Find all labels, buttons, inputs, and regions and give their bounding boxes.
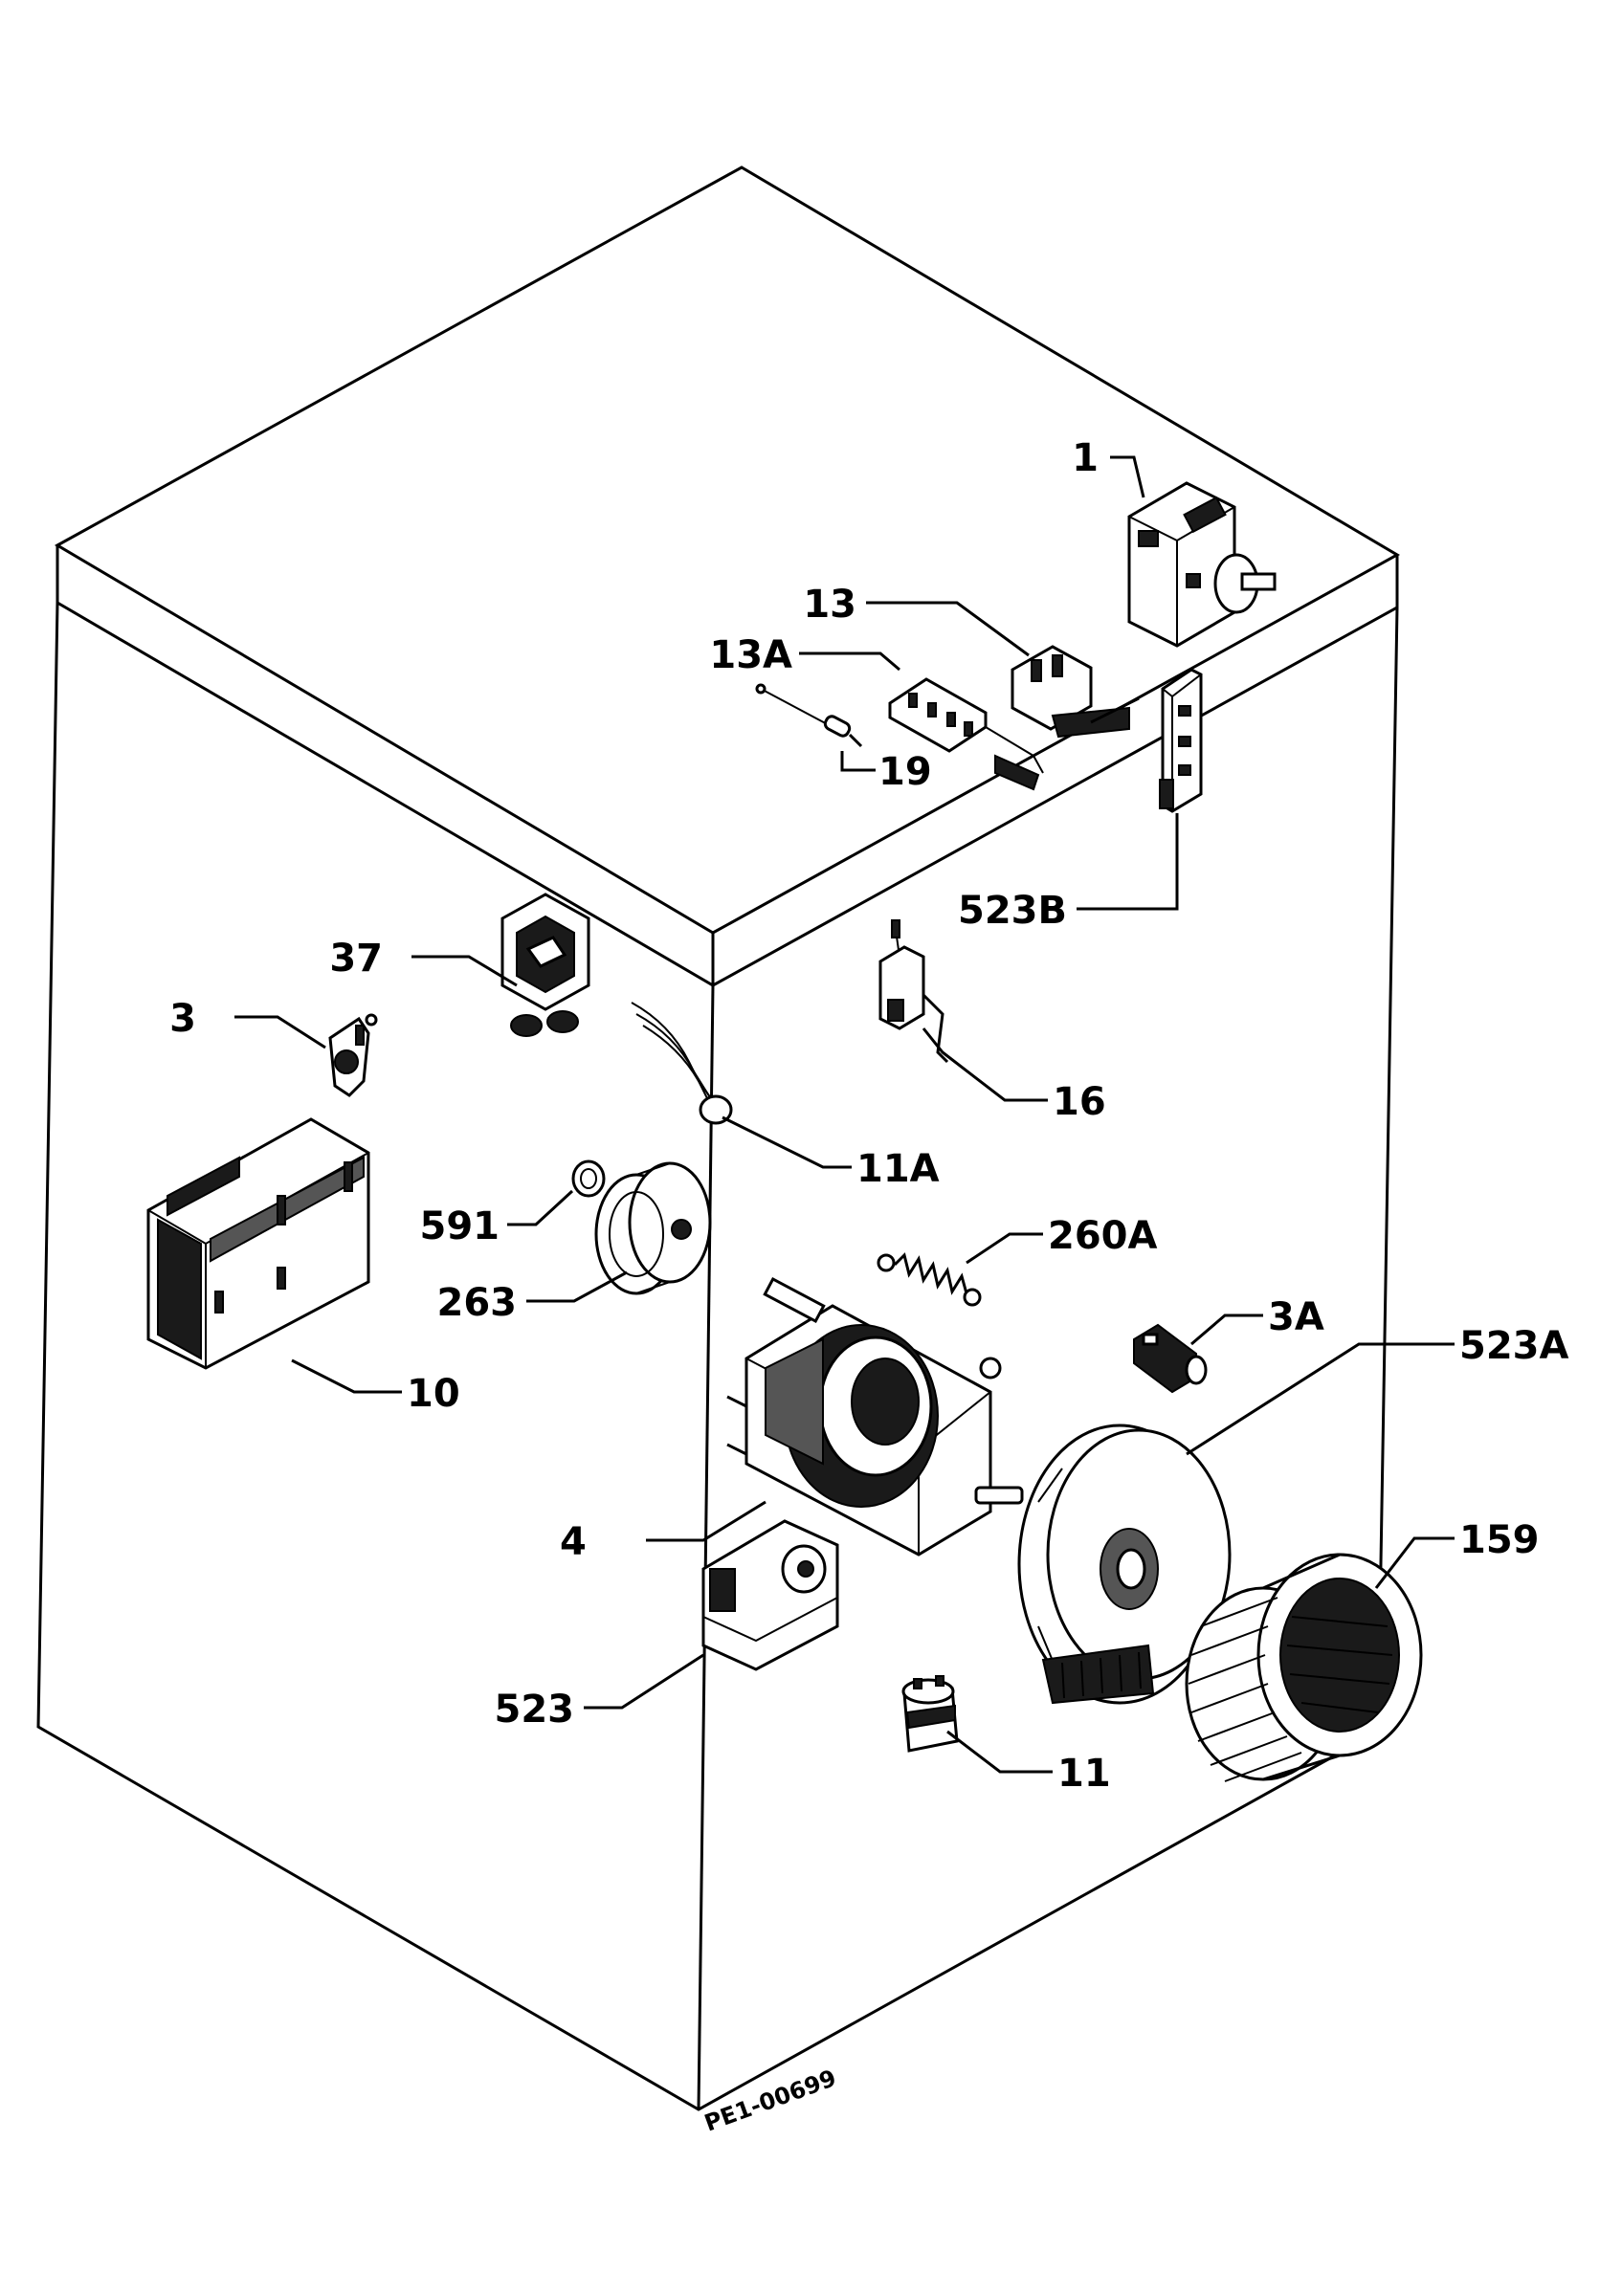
label-part-4: 4: [560, 1520, 587, 1564]
part-16-microswitch-icon: [878, 919, 949, 1064]
label-part-11: 11: [1057, 1752, 1111, 1796]
part-591-ring-icon: [571, 1159, 606, 1198]
part-3a-thermostat-icon: [1133, 1323, 1208, 1394]
part-11a-suppressor-cable-icon: [631, 1002, 733, 1125]
label-part-523: 523: [495, 1688, 575, 1732]
part-1-selector-switch-icon: [1127, 481, 1277, 648]
label-part-16: 16: [1053, 1080, 1106, 1124]
part-13-switch-block-icon: [1011, 645, 1140, 739]
part-11-capacitor-icon: [901, 1675, 959, 1753]
label-part-159: 159: [1459, 1518, 1540, 1562]
part-523a-fan-housing-icon: [1017, 1424, 1232, 1705]
label-part-523b: 523B: [958, 889, 1067, 933]
label-part-263: 263: [437, 1281, 518, 1325]
part-260a-spring-icon: [877, 1252, 982, 1307]
part-263-pulley-icon: [594, 1161, 712, 1295]
part-10-filter-box-icon: [146, 1117, 370, 1370]
part-159-blower-wheel-icon: [1185, 1553, 1423, 1782]
label-part-1: 1: [1072, 436, 1099, 480]
part-13a-terminal-block-icon: [888, 677, 1044, 791]
label-part-11a: 11A: [856, 1147, 940, 1191]
part-4-motor-icon: [726, 1276, 1024, 1556]
leader-lines: [234, 455, 1455, 1774]
label-part-10: 10: [407, 1372, 460, 1416]
label-part-260a: 260A: [1048, 1214, 1157, 1258]
part-3-door-latch-icon: [328, 1013, 378, 1097]
drawing-code: PE1-00699: [700, 2064, 839, 2137]
part-523-motor-support-icon: [701, 1519, 839, 1671]
label-part-3a: 3A: [1268, 1295, 1324, 1339]
label-part-13a: 13A: [709, 633, 792, 677]
part-labels: 1 13 13A 19 523B 37 3 11A 16 591 263 260…: [169, 436, 1568, 2137]
part-37-timer-module-icon: [500, 893, 590, 1037]
label-part-37: 37: [329, 937, 383, 981]
label-part-19: 19: [878, 750, 932, 794]
label-part-523a: 523A: [1459, 1324, 1568, 1368]
label-part-13: 13: [803, 583, 856, 627]
part-19-indicator-lamp-icon: [755, 683, 863, 748]
label-part-3: 3: [169, 997, 196, 1041]
part-523b-bracket-icon: [1159, 668, 1203, 813]
label-part-591: 591: [420, 1204, 500, 1248]
cabinet-outline: [36, 166, 1401, 2111]
